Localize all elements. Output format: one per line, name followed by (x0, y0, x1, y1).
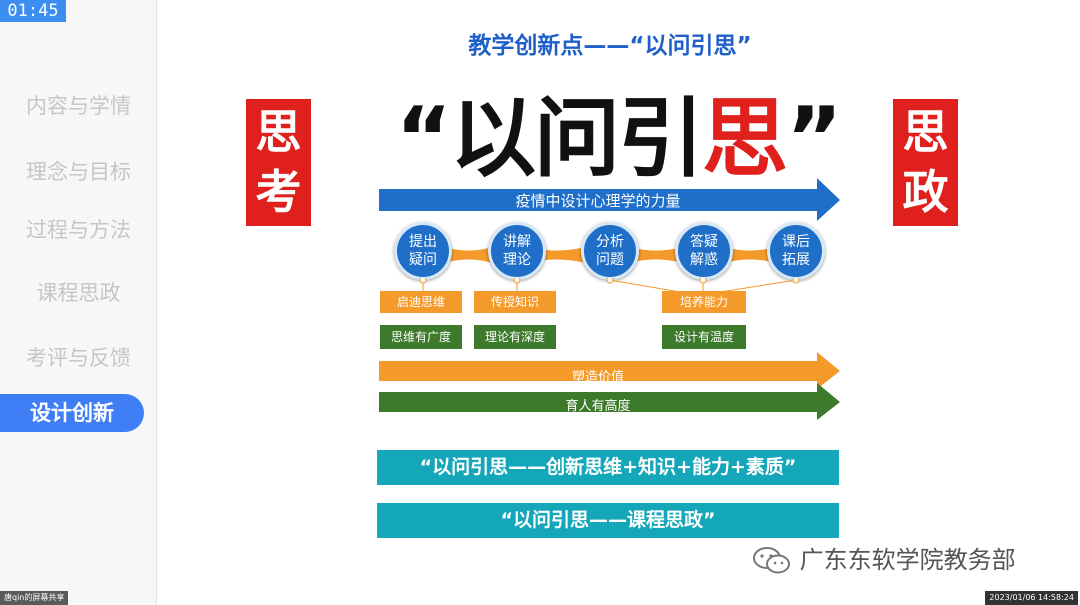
left-box-char-2: 考 (255, 165, 302, 219)
tag-theory-depth: 理论有深度 (474, 325, 556, 349)
big-title-suffix: ” (786, 89, 843, 189)
left-box-char-1: 思 (255, 105, 302, 159)
screen-share-label: 唐qin的屏幕共享 (0, 591, 69, 605)
tag-teach: 传授知识 (474, 291, 556, 313)
tag-design-warmth: 设计有温度 (662, 325, 746, 349)
big-title-prefix: “以问引 (395, 89, 704, 189)
circle-answer-line2: 解惑 (690, 252, 718, 268)
orange-arrow-label: 塑造价值 (571, 370, 624, 385)
circle-ask-line1: 提出 (409, 234, 437, 250)
tag-inspire: 启迪思维 (380, 291, 462, 313)
circle-answer: 答疑解惑 (675, 222, 733, 280)
banner-innovation: “以问引思——创新思维+知识+能力+素质” (377, 450, 839, 485)
slide-title: 教学创新点——“以问引思” (468, 33, 752, 59)
sidebar-item-evaluation[interactable]: 考评与反馈 (26, 346, 131, 370)
circle-extend: 课后拓展 (767, 222, 825, 280)
sidebar-item-concept[interactable]: 理念与目标 (26, 160, 131, 184)
circle-analyze-line2: 问题 (596, 252, 624, 268)
banner-ideology: “以问引思——课程思政” (377, 503, 839, 538)
circle-answer-line1: 答疑 (690, 234, 718, 250)
timestamp: 2023/01/06 14:58:24 (985, 591, 1078, 605)
green-arrow (379, 383, 840, 420)
watermark-text: 广东东软学院教务部 (799, 546, 1016, 574)
circle-ask-line2: 疑问 (409, 252, 437, 268)
watermark: 广东东软学院教务部 (752, 540, 1016, 576)
big-title-highlight: 思 (702, 89, 788, 189)
green-arrow-label: 育人有高度 (565, 399, 631, 414)
tag-connectors (419, 278, 800, 293)
circle-extend-line1: 课后 (782, 234, 810, 250)
right-box-char-1: 思 (902, 105, 949, 159)
right-red-box: 思 政 (893, 99, 958, 226)
circle-extend-line2: 拓展 (782, 252, 810, 268)
top-arrow-label: 疫情中设计心理学的力量 (515, 192, 681, 210)
timer: 01:45 (0, 0, 66, 22)
sidebar-item-content[interactable]: 内容与学情 (26, 94, 131, 118)
sidebar-item-ideology[interactable]: 课程思政 (36, 281, 121, 305)
circle-ask: 提出疑问 (394, 222, 452, 280)
orange-arrow (379, 352, 840, 389)
left-red-box: 思 考 (246, 99, 311, 226)
circle-explain-line2: 理论 (503, 252, 531, 268)
top-blue-arrow (379, 178, 840, 221)
sidebar-item-process[interactable]: 过程与方法 (26, 218, 131, 242)
wechat-icon (753, 547, 790, 574)
big-title: “以问引思” (378, 68, 858, 193)
tag-thinking-breadth: 思维有广度 (380, 325, 462, 349)
circle-analyze-line1: 分析 (596, 234, 624, 250)
right-box-char-2: 政 (902, 165, 949, 219)
tag-ability: 培养能力 (662, 291, 746, 313)
sidebar: 内容与学情 理念与目标 过程与方法 课程思政 考评与反馈 设计创新 (0, 0, 157, 605)
circle-explain-line1: 讲解 (503, 234, 531, 250)
sidebar-item-design-innovation[interactable]: 设计创新 (0, 394, 144, 432)
circle-analyze: 分析问题 (581, 222, 639, 280)
circle-explain: 讲解理论 (488, 222, 546, 280)
